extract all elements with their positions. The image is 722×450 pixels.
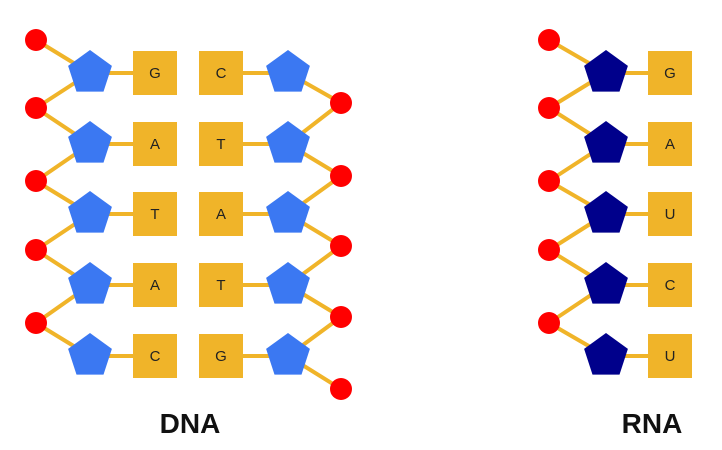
rna-sugar [584,262,628,304]
dna-left-base [133,263,177,307]
dna-left-phosphate [25,312,47,334]
rna-base-letter: U [665,348,676,365]
dna-left-base-letter: T [150,206,159,223]
dna-right-base [199,51,243,95]
dna-right-base [199,263,243,307]
dna-label: DNA [160,408,221,439]
dna-right-base [199,334,243,378]
dna-right-sugar [266,333,310,375]
dna-right-phosphate [330,306,352,328]
dna-right-sugar [266,191,310,233]
bonds-layer [34,38,672,391]
dna-right-phosphate [330,378,352,400]
dna-left-base-letter: A [150,277,160,294]
rna-base [648,334,692,378]
rna-label: RNA [622,408,683,439]
rna-phosphate [538,170,560,192]
dna-left-base-letter: G [149,65,161,82]
rna-sugar [584,121,628,163]
rna-phosphate [538,97,560,119]
dna-right-base-letter: C [216,65,227,82]
dna-right-base [199,122,243,166]
dna-right-phosphate [330,165,352,187]
dna-left-phosphate [25,170,47,192]
dna-left-base [133,334,177,378]
dna-left-phosphate [25,29,47,51]
shapes-layer: G A T A C C T A T G G A U C U [25,29,692,400]
rna-base [648,122,692,166]
rna-phosphate [538,29,560,51]
rna-phosphate [538,312,560,334]
rna-base-letter: U [665,206,676,223]
dna-right-sugar [266,50,310,92]
rna-sugar [584,191,628,233]
rna-base-letter: A [665,136,675,153]
dna-right-base-letter: T [216,136,225,153]
rna-sugar [584,50,628,92]
dna-left-sugar [68,262,112,304]
dna-right-base-letter: G [215,348,227,365]
dna-left-sugar [68,333,112,375]
dna-left-sugar [68,191,112,233]
dna-left-base-letter: A [150,136,160,153]
dna-left-phosphate [25,97,47,119]
dna-left-sugar [68,121,112,163]
dna-right-phosphate [330,235,352,257]
rna-base [648,263,692,307]
rna-base [648,192,692,236]
dna-left-base [133,51,177,95]
dna-left-base [133,192,177,236]
dna-right-base [199,192,243,236]
dna-right-sugar [266,121,310,163]
dna-left-sugar [68,50,112,92]
dna-right-base-letter: T [216,277,225,294]
rna-sugar [584,333,628,375]
rna-base-letter: G [664,65,676,82]
dna-left-base-letter: C [150,348,161,365]
dna-right-phosphate [330,92,352,114]
rna-base [648,51,692,95]
dna-left-phosphate [25,239,47,261]
rna-phosphate [538,239,560,261]
dna-right-base-letter: A [216,206,226,223]
dna-left-base [133,122,177,166]
rna-base-letter: C [665,277,676,294]
dna-right-sugar [266,262,310,304]
